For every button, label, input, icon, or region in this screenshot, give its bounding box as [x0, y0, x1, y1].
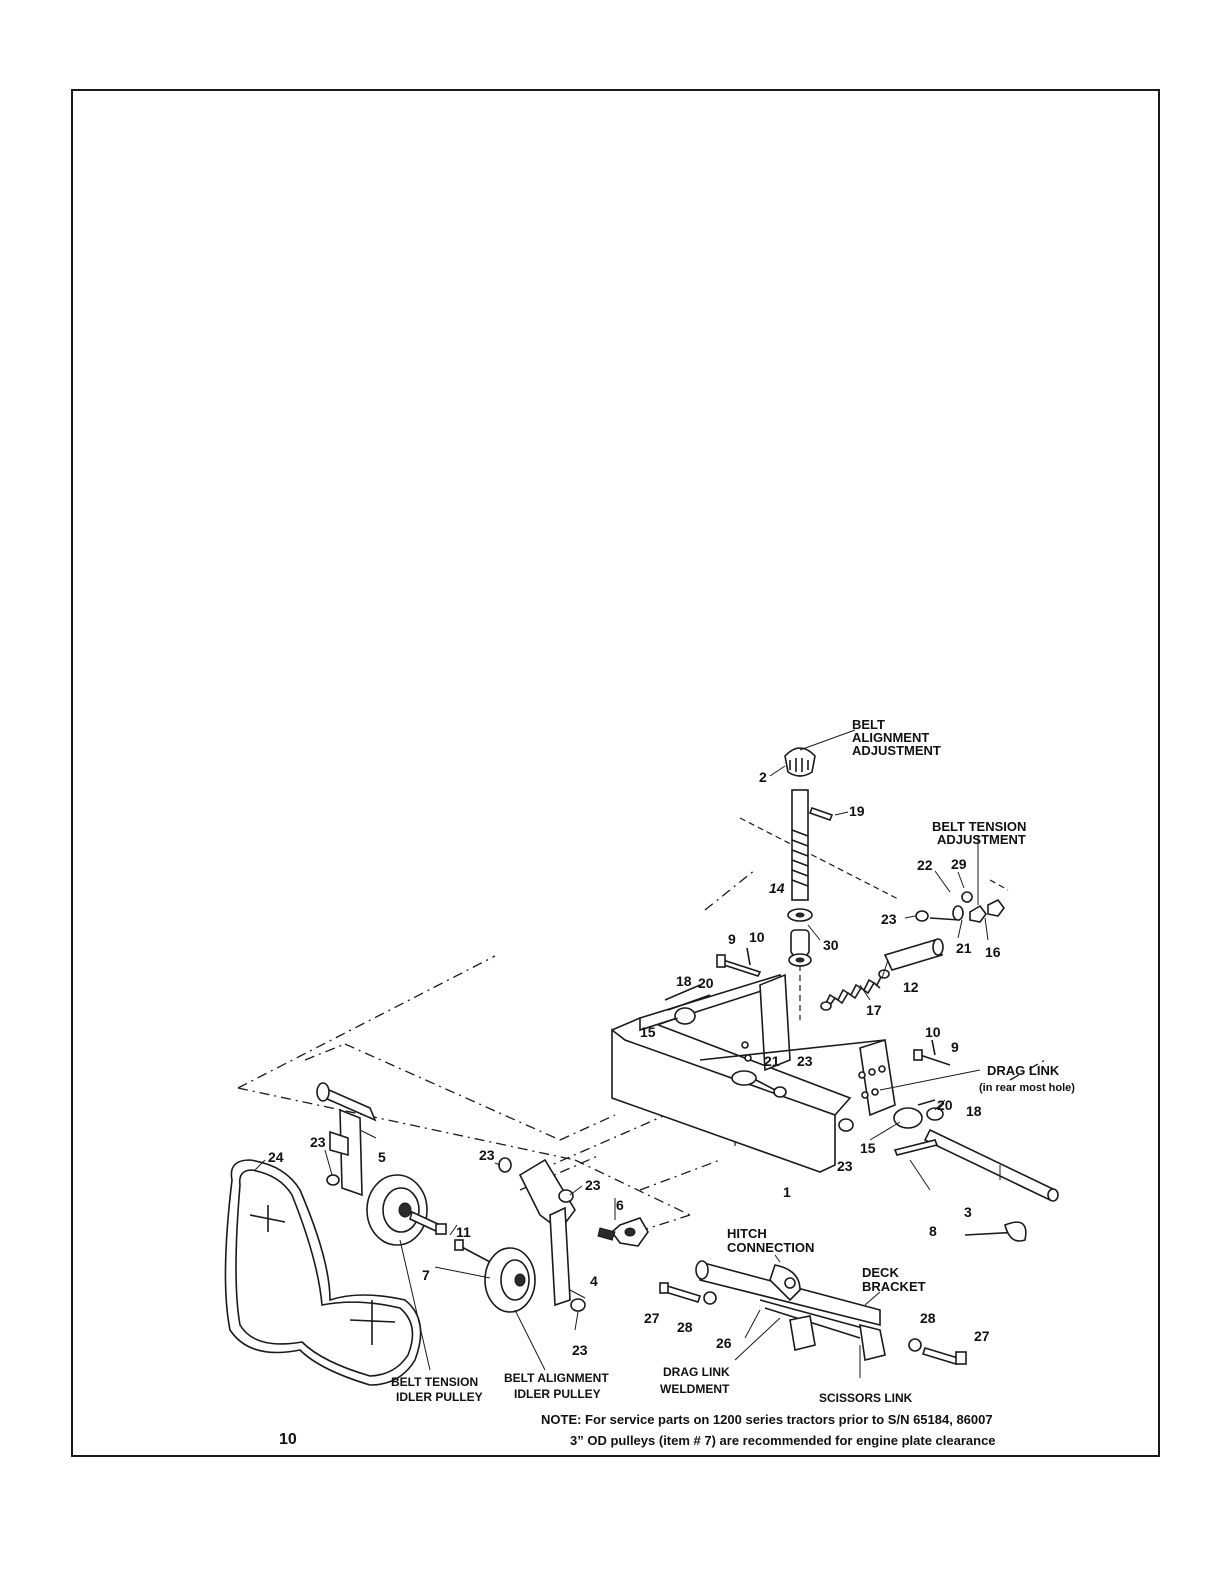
caption-drag-link: DRAG LINK [987, 1063, 1060, 1078]
part-label: 16 [985, 944, 1001, 960]
part-label: 21 [956, 940, 972, 956]
part-label: 20 [937, 1097, 953, 1113]
caption-drag-link-weldment-1: DRAG LINK [663, 1365, 730, 1379]
part-label: 26 [716, 1335, 732, 1351]
part-label: 28 [677, 1319, 693, 1335]
part-label: 15 [640, 1024, 656, 1040]
pulley-arm-part-5 [316, 1082, 377, 1197]
part-label: 29 [951, 856, 967, 872]
part-label: 27 [974, 1328, 990, 1344]
part-label: 14 [769, 880, 785, 896]
caption-hitch-connection-1: HITCH [727, 1226, 767, 1241]
caption-belt-alignment-idler-pulley-2: IDLER PULLEY [514, 1387, 601, 1401]
dashed-chassis-outline [237, 817, 1046, 1241]
part-label: 24 [268, 1149, 284, 1165]
part-label: 9 [951, 1039, 959, 1055]
caption-belt-tension-idler-pulley-2: IDLER PULLEY [396, 1390, 483, 1404]
part-label: 15 [860, 1140, 876, 1156]
link-part-21 [731, 1070, 787, 1098]
part-label: 22 [917, 857, 933, 873]
part-label: 23 [585, 1177, 601, 1193]
page-number: 10 [279, 1431, 297, 1448]
caption-belt-alignment-adjustment-1: BELT [852, 717, 885, 732]
v-belt-part-24 [224, 1159, 422, 1386]
caption-belt-alignment-adjustment-2: ALIGNMENT [852, 730, 929, 745]
tension-adjustment-hardware [915, 891, 1005, 923]
right-side-hardware [838, 1039, 951, 1132]
caption-scissors-link: SCISSORS LINK [819, 1391, 913, 1405]
part-label: 19 [849, 803, 865, 819]
part-label: 18 [676, 973, 692, 989]
hitch-bolts [659, 1282, 967, 1365]
caption-belt-alignment-idler-pulley-1: BELT ALIGNMENT [504, 1371, 609, 1385]
caption-belt-alignment-adjustment-3: ADJUSTMENT [852, 743, 941, 758]
part-label: 27 [644, 1310, 660, 1326]
part-label: 17 [866, 1002, 882, 1018]
part-label: 8 [929, 1223, 937, 1239]
nut-assembly-part-6 [597, 1217, 649, 1247]
part-label: 4 [590, 1273, 598, 1289]
part-label: 28 [920, 1310, 936, 1326]
part-label: 5 [378, 1149, 386, 1165]
part-label: 7 [422, 1267, 430, 1283]
page-border [71, 89, 1160, 1457]
part-label: 23 [572, 1342, 588, 1358]
part-label: 9 [728, 931, 736, 947]
part-label: 23 [797, 1053, 813, 1069]
caption-hitch-connection-2: CONNECTION [727, 1240, 814, 1255]
sleeve-part-12 [883, 938, 944, 971]
caption-deck-bracket-2: BRACKET [862, 1279, 926, 1294]
leader-lines [254, 729, 1001, 1378]
part-label: 1 [783, 1184, 791, 1200]
adjustment-knob-and-rod [784, 747, 834, 967]
part-label: 10 [749, 929, 765, 945]
part-label: 6 [616, 1197, 624, 1213]
upper-bolts [664, 947, 762, 1025]
part-label: 23 [881, 911, 897, 927]
service-note-line-1: NOTE: For service parts on 1200 series t… [541, 1412, 993, 1427]
part-label: 2 [759, 769, 767, 785]
drag-link-weldment-part-26 [695, 1260, 886, 1361]
part-label: 3 [964, 1204, 972, 1220]
caption-belt-tension-adjustment-1: BELT TENSION [932, 819, 1026, 834]
part-label: 21 [764, 1053, 780, 1069]
part-label: 10 [925, 1024, 941, 1040]
tension-spring [820, 969, 890, 1011]
service-note-line-2: 3” OD pulleys (item # 7) are recommended… [570, 1433, 996, 1448]
part-label: 12 [903, 979, 919, 995]
caption-drag-link-note: (in rear most hole) [979, 1082, 1075, 1094]
part-number-labels: 2 19 14 22 29 23 21 16 9 10 30 12 18 20 … [268, 769, 1001, 1358]
drag-link-rod-part-3 [893, 1128, 1059, 1242]
part-label: 23 [310, 1134, 326, 1150]
part-label: 11 [456, 1224, 471, 1240]
belt-alignment-idler-pulley-part-7 [454, 1239, 536, 1313]
callout-captions: BELT ALIGNMENT ADJUSTMENT BELT TENSION A… [391, 717, 1075, 1405]
caption-drag-link-weldment-2: WELDMENT [660, 1382, 730, 1396]
caption-deck-bracket-1: DECK [862, 1265, 899, 1280]
caption-belt-tension-adjustment-2: ADJUSTMENT [937, 832, 1026, 847]
part-label: 23 [837, 1158, 853, 1174]
caption-belt-tension-idler-pulley-1: BELT TENSION [391, 1375, 478, 1389]
part-label: 30 [823, 937, 839, 953]
part-label: 23 [479, 1147, 495, 1163]
part-label: 18 [966, 1103, 982, 1119]
belt-tension-idler-pulley-part-7 [366, 1174, 447, 1246]
part-label: 20 [698, 975, 714, 991]
